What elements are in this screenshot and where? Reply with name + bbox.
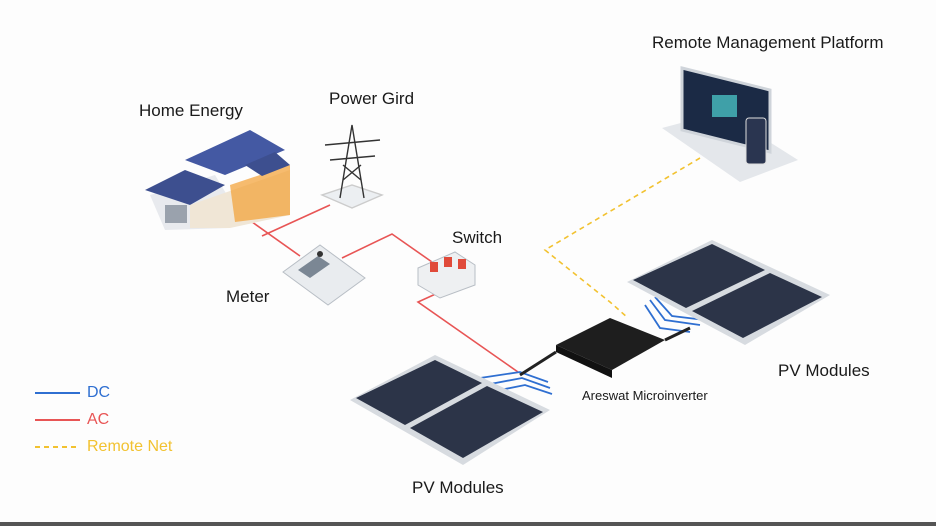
remote-net-wire xyxy=(543,157,701,319)
label-remote-platform: Remote Management Platform xyxy=(652,33,884,52)
pv-modules-right-illustration xyxy=(627,240,830,345)
legend-remote-net: Remote Net xyxy=(87,438,173,455)
power-tower-illustration xyxy=(320,124,384,209)
monitor-illustration xyxy=(662,66,798,182)
ac-wire-grid-home xyxy=(261,204,331,237)
switch-illustration xyxy=(417,251,476,299)
ac-wire-meter-switch xyxy=(341,233,433,263)
house-illustration xyxy=(145,130,290,230)
label-power-grid: Power Gird xyxy=(329,89,415,108)
ac-wires xyxy=(237,204,519,373)
label-meter: Meter xyxy=(226,287,270,306)
label-switch: Switch xyxy=(452,228,503,247)
legend-ac: AC xyxy=(87,411,110,428)
label-pv-right: PV Modules xyxy=(778,361,870,380)
label-home-energy: Home Energy xyxy=(139,101,243,120)
ac-wire-switch-inverter xyxy=(416,291,519,373)
bottom-border xyxy=(0,522,936,526)
meter-illustration xyxy=(282,244,366,306)
legend-dc: DC xyxy=(87,384,111,401)
pv-modules-left-illustration xyxy=(350,355,550,465)
label-pv-left: PV Modules xyxy=(412,478,504,497)
microinverter-illustration xyxy=(519,318,691,378)
label-microinverter: Areswat Microinverter xyxy=(582,388,708,403)
